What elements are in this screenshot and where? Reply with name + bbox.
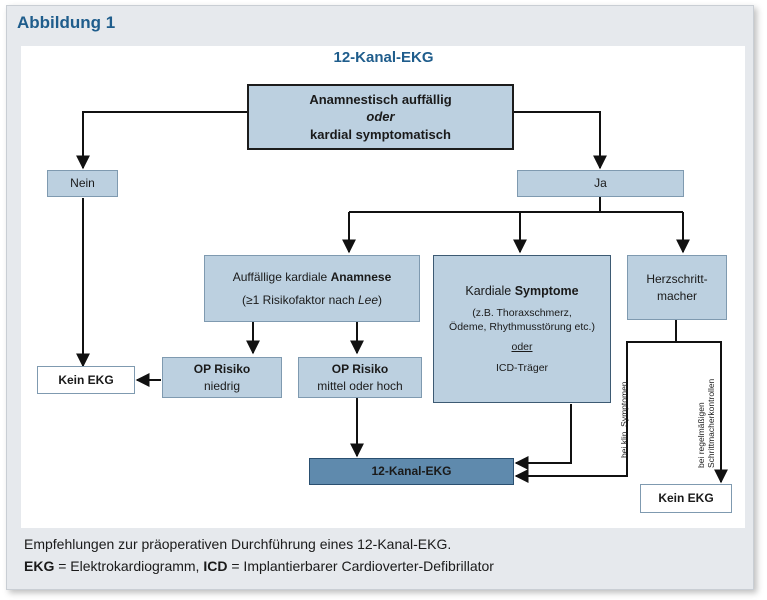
- node-op-risk-low: OP Risiko niedrig: [162, 357, 282, 398]
- node-anamnesis-line1: Anamnestisch auffällig: [309, 91, 452, 107]
- edge-label-pacemaker-checks: bei regelmäßigen Schrittmacherkontrollen: [696, 378, 717, 468]
- node-symptome-oder: oder: [511, 341, 533, 354]
- edge-schrittmacher-right: [676, 341, 728, 484]
- node-kein-ekg-left-label: Kein EKG: [58, 372, 114, 387]
- caption-abbr-icd: ICD: [203, 558, 228, 575]
- node-kardiale-anamnese-line2: (≥1 Risikofaktor nach Lee): [242, 292, 382, 308]
- node-symptome-title: Kardiale Symptome: [465, 283, 578, 300]
- node-kardiale-symptome: Kardiale Symptome (z.B. Thoraxschmerz, Ö…: [433, 255, 611, 403]
- node-kardiale-anamnese-line1: Auffällige kardiale Anamnese: [233, 269, 392, 285]
- node-kardiale-anamnese: Auffällige kardiale Anamnese (≥1 Risikof…: [204, 255, 420, 322]
- node-nein-label: Nein: [70, 176, 95, 191]
- node-herzschrittmacher-line2: macher: [656, 288, 697, 303]
- symptome-prefix: Kardiale: [465, 284, 515, 299]
- node-anamnesis: Anamnestisch auffällig oder kardial symp…: [247, 84, 514, 150]
- edge-label-pacemaker-checks-2: Schrittmacherkontrollen: [705, 378, 716, 468]
- node-anamnesis-line2: oder: [366, 109, 395, 125]
- node-ja-label: Ja: [594, 176, 607, 191]
- figure-caption: Empfehlungen zur präoperativen Durchführ…: [24, 533, 494, 578]
- node-kein-ekg-right: Kein EKG: [640, 484, 732, 513]
- figure-label: Abbildung 1: [17, 13, 116, 32]
- edge-anamnesis-ja: [514, 111, 607, 170]
- edge-anamnesis-nein: [76, 111, 247, 170]
- node-symptome-icd: ICD-Träger: [495, 361, 549, 374]
- node-kein-ekg-right-label: Kein EKG: [658, 491, 714, 506]
- anamnese-prefix: Auffällige kardiale: [232, 270, 331, 285]
- caption-abbr-ekg: EKG: [24, 558, 55, 575]
- node-herzschrittmacher-line1: Herzschritt-: [646, 272, 708, 287]
- caption-line2: EKG = Elektrokardiogramm, ICD = Implanti…: [24, 555, 494, 577]
- caption-line1: Empfehlungen zur präoperativen Durchführ…: [24, 536, 452, 552]
- node-herzschrittmacher: Herzschritt- macher: [627, 255, 727, 320]
- symptome-bold: Symptome: [514, 284, 579, 299]
- node-op-risk-low-title: OP Risiko: [193, 362, 251, 377]
- risk-lee: Lee: [357, 292, 378, 307]
- caption-def-icd: = Implantierbarer Cardioverter-Defibrill…: [227, 558, 494, 575]
- node-ekg-bottom-label: 12-Kanal-EKG: [371, 464, 452, 479]
- risk-prefix: (≥1 Risikofaktor nach: [242, 292, 358, 307]
- edge-symptome-ekg: [514, 404, 572, 470]
- node-nein: Nein: [47, 170, 118, 197]
- node-kein-ekg-left: Kein EKG: [37, 366, 135, 394]
- anamnese-bold: Anamnese: [330, 270, 392, 285]
- node-op-risk-low-sub: niedrig: [203, 378, 241, 393]
- node-op-risk-high: OP Risiko mittel oder hoch: [298, 357, 422, 398]
- edge-label-clinical-symptoms: bei klin. Symptomen: [619, 381, 629, 458]
- node-op-risk-high-title: OP Risiko: [331, 362, 389, 377]
- node-symptome-detail2: Ödeme, Rhythmusstörung etc.): [449, 321, 595, 334]
- diagram-title: 12-Kanal-EKG: [333, 49, 434, 66]
- node-op-risk-high-sub: mittel oder hoch: [317, 378, 403, 393]
- node-symptome-detail1: (z.B. Thoraxschmerz,: [472, 307, 572, 320]
- edge-schrittmacher-left: [514, 341, 676, 483]
- risk-suffix: ): [378, 292, 382, 307]
- caption-def-ekg: = Elektrokardiogramm,: [54, 558, 204, 575]
- node-anamnesis-line3: kardial symptomatisch: [310, 126, 451, 142]
- node-ekg-bottom: 12-Kanal-EKG: [309, 458, 514, 485]
- node-ja: Ja: [517, 170, 684, 197]
